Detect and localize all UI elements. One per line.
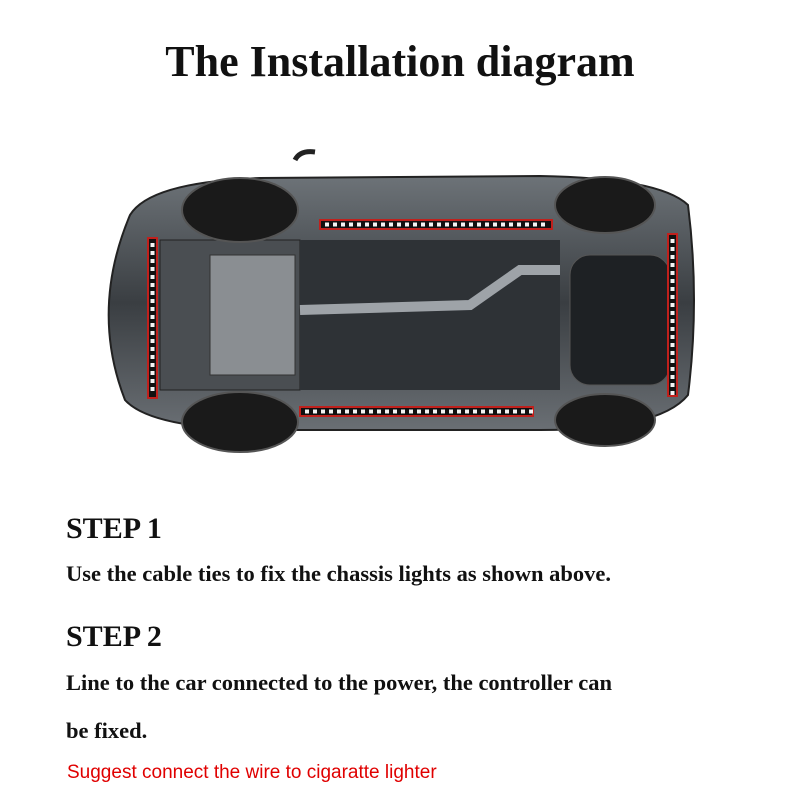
- step-2-text-line-1: Line to the car connected to the power, …: [66, 670, 612, 695]
- car-underside-diagram: [107, 149, 695, 453]
- power-note: Suggest connect the wire to cigaratte li…: [67, 762, 437, 783]
- led-strip-top: [319, 219, 553, 230]
- led-strip-right: [667, 233, 678, 397]
- step-1-heading: STEP 1: [66, 512, 162, 545]
- page-title: The Installation diagram: [165, 37, 635, 86]
- led-strip-left: [147, 237, 158, 399]
- step-2-text-line-2: be fixed.: [66, 718, 148, 743]
- step-1-text: Use the cable ties to fix the chassis li…: [66, 561, 612, 586]
- step-2-heading: STEP 2: [66, 620, 162, 653]
- led-strip-bottom: [299, 406, 534, 417]
- wheels: [181, 176, 656, 453]
